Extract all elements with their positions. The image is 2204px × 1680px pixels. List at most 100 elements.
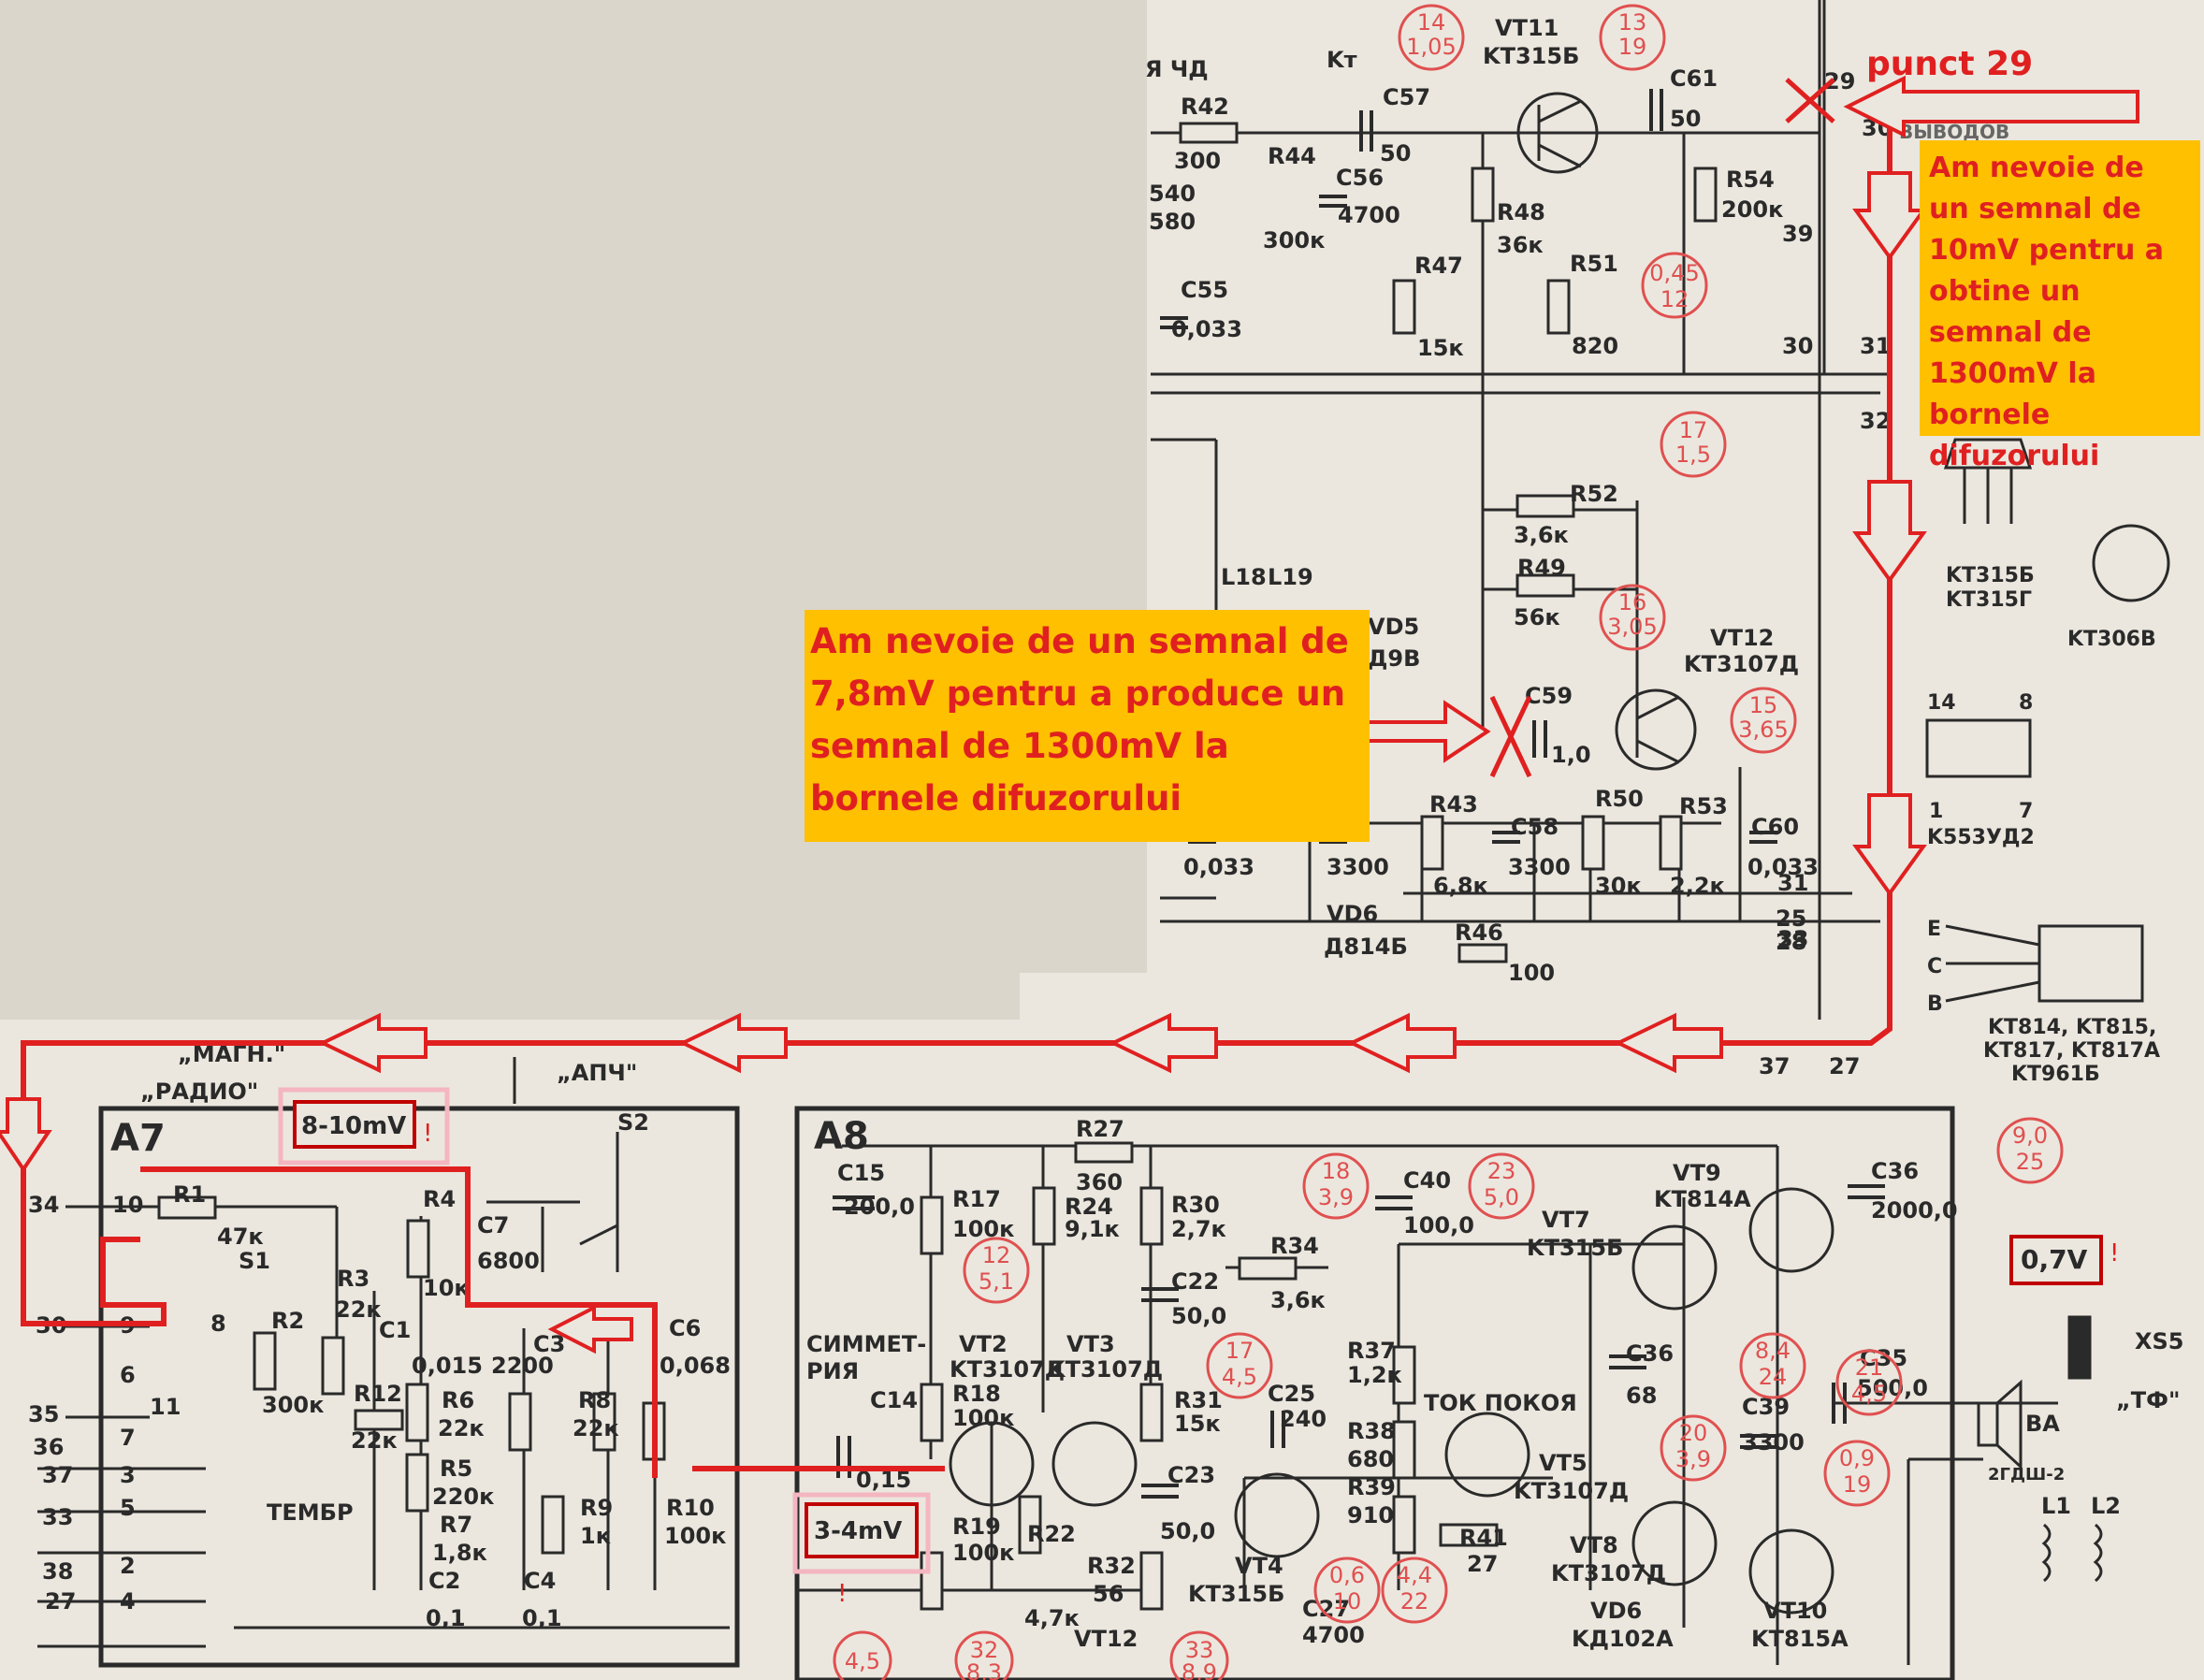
a8-vt4: VT4 [1235,1553,1283,1579]
c60-label: C60 [1751,814,1799,840]
a8-vt8: VT8 [1570,1532,1618,1558]
legend-kt306: KT306В [2067,628,2156,651]
a7-tembr: ТЕМБР [267,1499,354,1526]
a8-r41v: 27 [1467,1551,1498,1577]
chd-label: Я ЧД [1145,56,1209,82]
a7-c4: C4 [524,1568,556,1594]
pin-25: 25 [1776,905,1806,932]
a7-inner-7: 7 [120,1425,136,1451]
r47-value: 15к [1417,335,1464,361]
a8-c27v: 4700 [1302,1622,1365,1648]
a7-pin-34: 34 [28,1192,59,1218]
a7-c6: C6 [669,1315,701,1341]
a8-r22: R22 [1027,1521,1076,1547]
a7-c2: C2 [428,1568,460,1594]
r54-label: R54 [1726,167,1775,193]
mp-a8-5: 8,4 [1755,1338,1791,1364]
a8-vt2t: KT3107Д [950,1356,1065,1383]
a8-vt10: VT10 [1763,1598,1827,1624]
a7-r10v: 100к [664,1523,726,1549]
note-middle: Am nevoie de un semnal de 7,8mV pentru a… [805,610,1370,842]
a8-r17v: 100к [952,1216,1014,1242]
a7-r1v: 47к [217,1224,264,1250]
mp-a8-5b: 24 [1759,1364,1788,1390]
vt12-type: KT3107Д [1684,651,1799,677]
a8-vt5t: KT3107Д [1514,1478,1629,1504]
a7-r4: R4 [423,1186,456,1212]
a8-r31v: 15к [1174,1411,1221,1437]
r44-label: R44 [1268,143,1316,169]
signal-arrows [0,75,2139,1354]
a8-r27: R27 [1076,1116,1124,1142]
r44-value: 300к [1263,227,1325,253]
a7-level-box [293,1100,416,1149]
a8-vt9t: KT814A [1654,1186,1751,1212]
pin-33: 33 [1777,926,1808,952]
a8-l2: L2 [2091,1493,2121,1519]
a8-r32v: 56 [1093,1581,1124,1607]
r53-value: 2,2к [1670,873,1725,899]
a8-vt9: VT9 [1673,1160,1721,1186]
r49-value: 56к [1514,604,1560,630]
c57-value: 50 [1380,140,1411,167]
a7-inner-2: 2 [120,1553,136,1579]
a7-c4v: 0,1 [522,1605,562,1631]
a8-c23v: 50,0 [1160,1518,1215,1544]
a7-r2: R2 [271,1308,304,1334]
mp-vt12-base-2: 3,05 [1607,614,1657,640]
top-measurement-points [1398,4,1797,754]
c53-value: 0,033 [1183,854,1254,880]
mp-a8-6b: 4,5 [1851,1381,1887,1407]
a8-vt12: VT12 [1074,1626,1138,1652]
a7-r7: R7 [440,1512,472,1538]
a7-r12: R12 [354,1381,402,1407]
a8-transistors [949,1187,1834,1615]
mp-vt11-emit-2: 12 [1660,286,1689,312]
mp-vt11-coll-2: 19 [1618,34,1647,60]
mp-vt11-coll: 13 [1618,9,1647,36]
a8-r27v: 360 [1076,1169,1123,1195]
point-29-label: punct 29 [1866,45,2034,83]
pin-27: 27 [1829,1053,1860,1079]
r43-label: R43 [1429,791,1478,818]
c54-value: 3300 [1327,854,1389,880]
a7-block [98,1106,740,1668]
a7-title: A7 [110,1117,166,1160]
r51-label: R51 [1570,251,1618,277]
r50-label: R50 [1595,786,1644,812]
a8-vt4t: KT315Б [1188,1581,1284,1607]
r46-label: R46 [1455,920,1503,946]
a7-r5v: 220к [432,1484,494,1510]
a8-r31: R31 [1174,1387,1223,1413]
legend-pin8: 8 [2019,691,2033,715]
a7-c3v: 2200 [491,1353,554,1379]
a8-simm2: РИЯ [806,1358,859,1384]
a8-c36v: 2000,0 [1871,1197,1958,1224]
input-level-box [805,1502,919,1558]
mp-a8-13: 32 [970,1637,999,1663]
a8-vt7: VT7 [1542,1207,1590,1233]
paper-gap [1020,973,1151,1020]
input-level-excl: ! [837,1580,847,1608]
mp-a8-11: 9,0 [2012,1122,2048,1149]
a7-r5: R5 [440,1456,472,1482]
mp-a8-7b: 3,9 [1675,1446,1711,1472]
c55-value: 0,033 [1171,316,1242,342]
a8-vt2: VT2 [959,1331,1008,1357]
mp-vt11-base: 14 [1417,9,1446,36]
a8-tf: „ТФ" [2116,1387,2180,1413]
mp-a8-14: 33 [1185,1637,1214,1663]
kt306-symbol [2092,524,2170,602]
a7-r6v: 22к [438,1415,485,1441]
c60-value: 0,033 [1747,854,1819,880]
vd5-type: Д9В [1368,645,1420,672]
a8-block [794,1106,1955,1680]
a7-pin-37: 37 [42,1462,73,1488]
mp-a8-13b: 8,3 [966,1659,1002,1680]
mp-vt11-base-2: 1,05 [1406,34,1456,60]
legend-pin14: 14 [1927,691,1956,715]
c61-label: C61 [1670,65,1718,92]
a7-r8: R8 [578,1387,611,1413]
c56-value: 4700 [1338,202,1400,228]
input-level-frame [792,1492,931,1574]
